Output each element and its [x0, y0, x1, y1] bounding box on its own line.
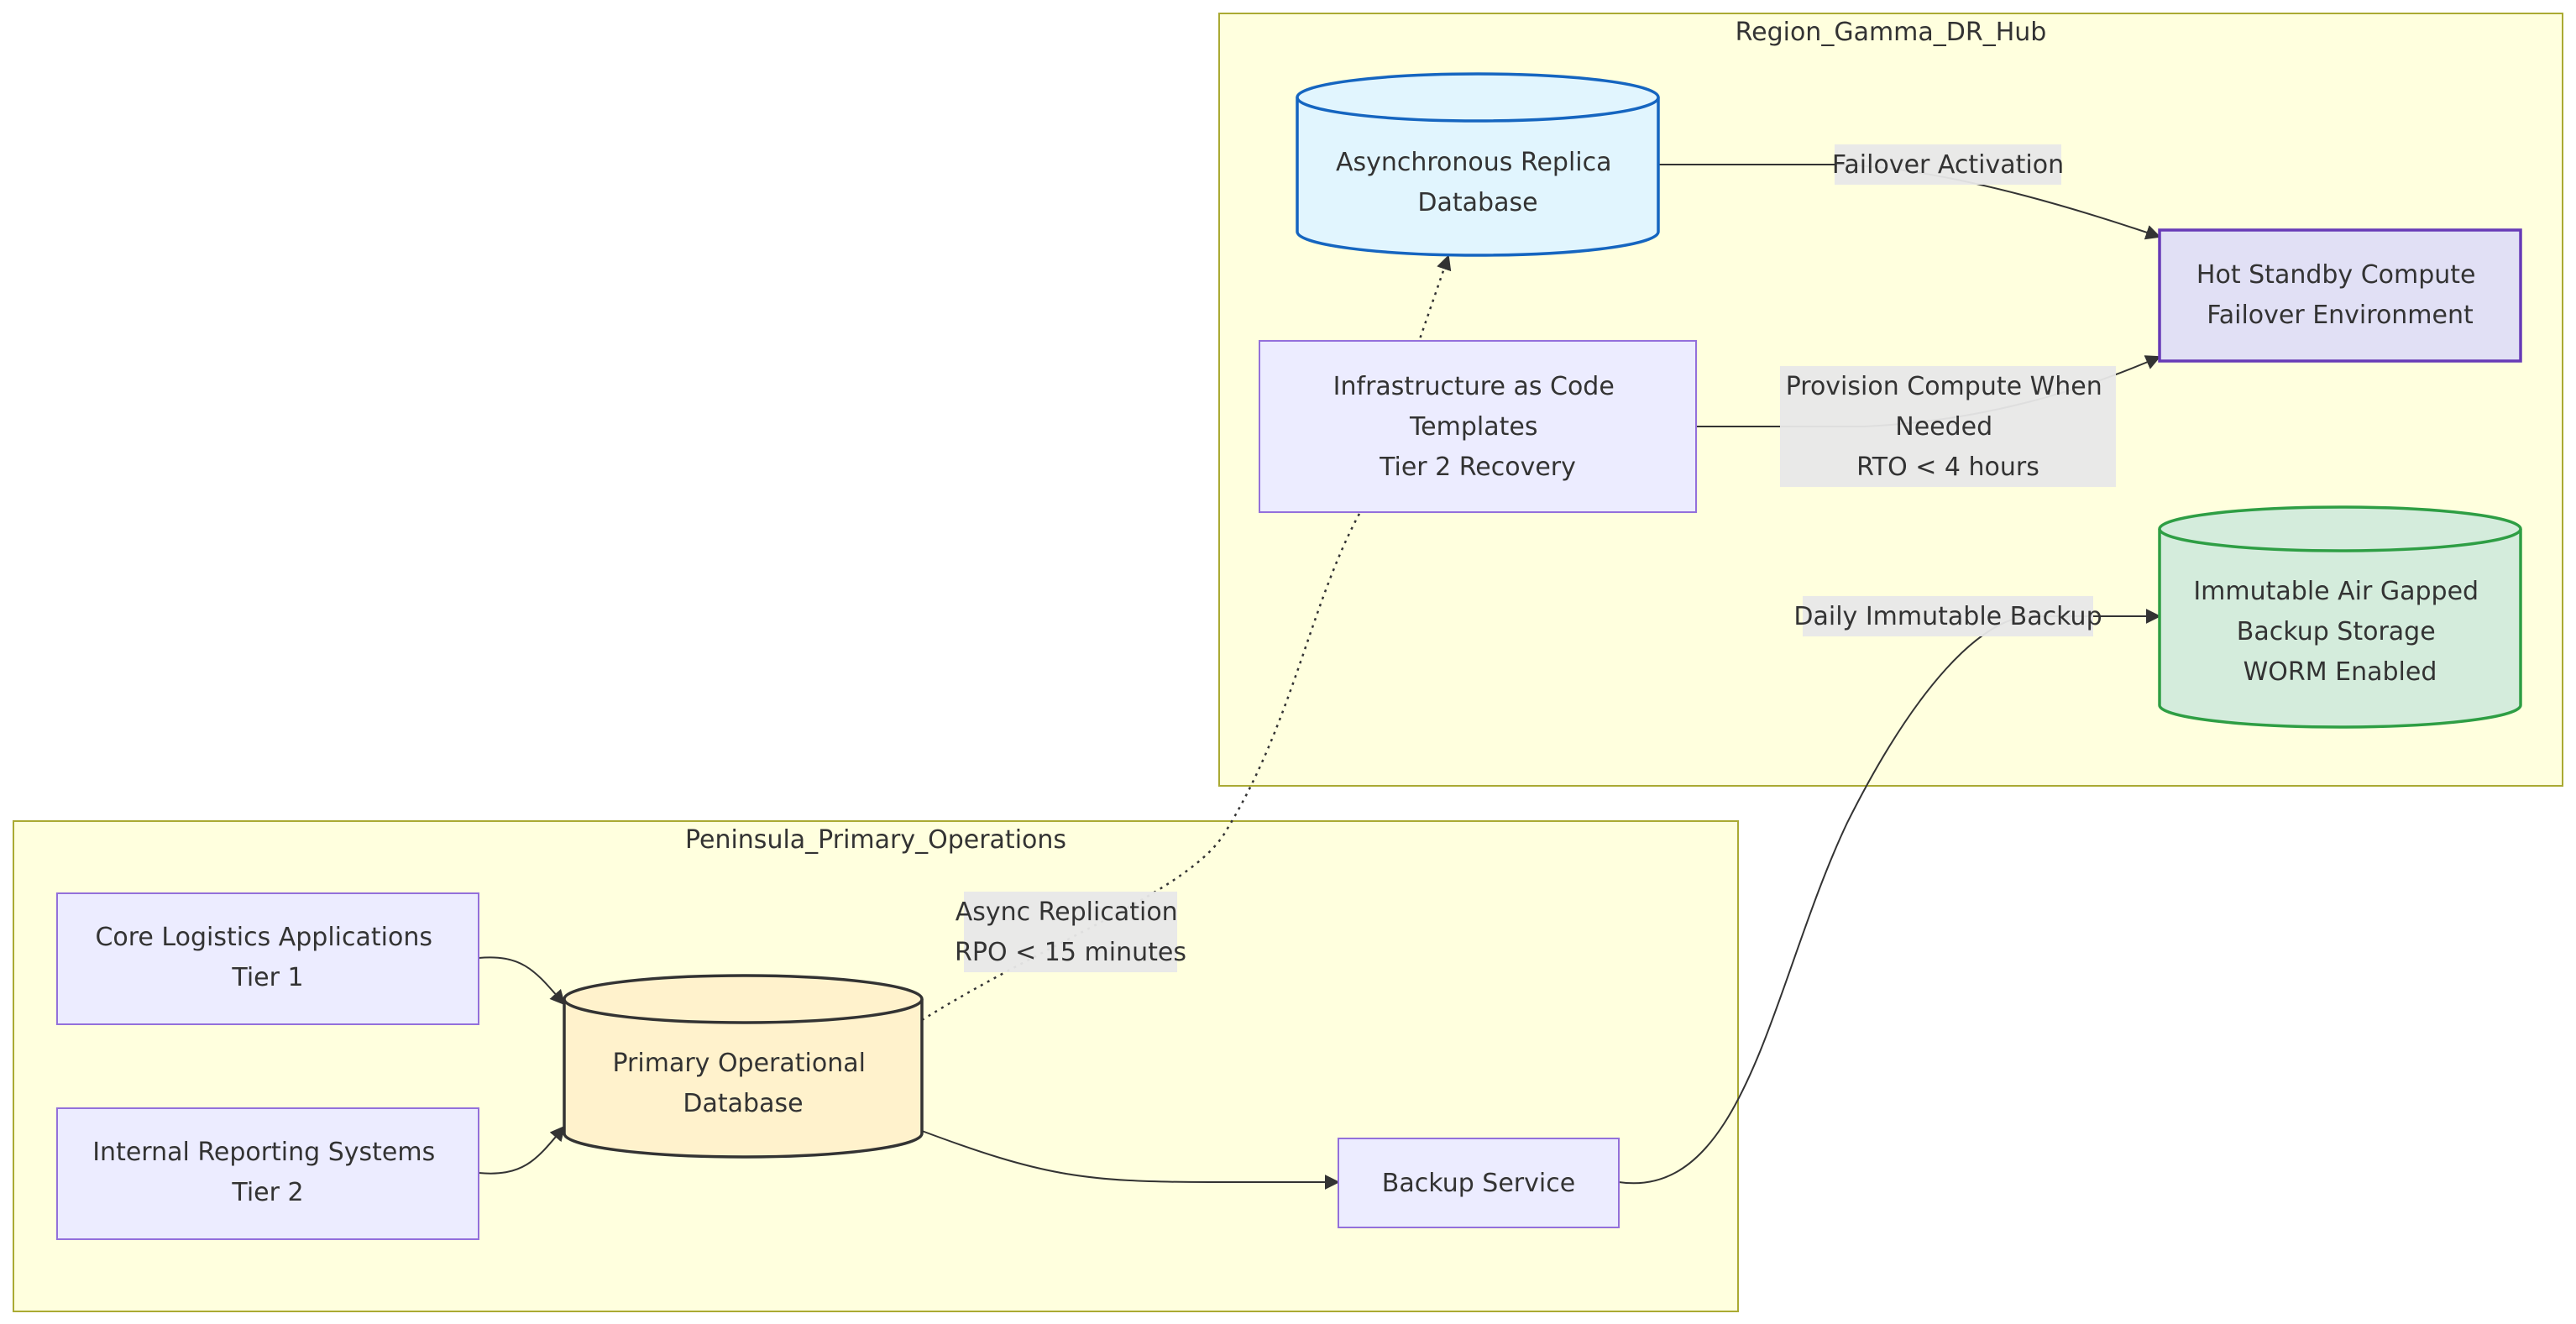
- edge-primary-db-to-backup-service: [921, 1130, 1340, 1190]
- node-backup-service[interactable]: Backup Service: [1338, 1138, 1620, 1228]
- edge-label-failover-activation: Failover Activation: [1832, 144, 2064, 185]
- async-label-text: Async Replication RPO < 15 minutes: [955, 897, 1186, 967]
- node-immutable-air-gapped-backup-storage[interactable]: Immutable Air Gapped Backup Storage WORM…: [2158, 505, 2522, 729]
- cluster-dr-hub-title: Region_Gamma_DR_Hub: [1736, 18, 2047, 47]
- immutable-cylinder-top: [2158, 505, 2522, 552]
- cluster-primary-ops-title: Peninsula_Primary_Operations: [685, 825, 1066, 855]
- replica-db-cylinder-body: [1296, 97, 1660, 257]
- node-asynchronous-replica-database[interactable]: Asynchronous Replica Database: [1296, 72, 1660, 257]
- async-label-bg: [964, 892, 1177, 972]
- edge-label-provision-compute: Provision Compute When Needed RTO < 4 ho…: [1780, 366, 2116, 487]
- edge-label-async-replication: Async Replication RPO < 15 minutes: [955, 892, 1186, 972]
- node-infrastructure-as-code-templates[interactable]: Infrastructure as Code Templates Tier 2 …: [1259, 340, 1697, 513]
- node-hot-standby-compute[interactable]: Hot Standby Compute Failover Environment: [2158, 228, 2522, 363]
- primary-db-cylinder-top: [563, 974, 924, 1024]
- internal-reporting-label: Internal Reporting Systems Tier 2: [92, 1138, 443, 1207]
- failover-label-bg: [1835, 144, 2061, 185]
- failover-label-text: Failover Activation: [1832, 150, 2064, 180]
- primary-db-label: Primary Operational Database: [612, 1049, 873, 1118]
- node-internal-reporting-systems[interactable]: Internal Reporting Systems Tier 2: [56, 1107, 479, 1240]
- immutable-backup-label: Immutable Air Gapped Backup Storage WORM…: [2193, 577, 2486, 687]
- replica-db-cylinder-top: [1296, 72, 1660, 123]
- node-primary-operational-database[interactable]: Primary Operational Database: [563, 974, 924, 1159]
- hot-standby-label: Hot Standby Compute Failover Environment: [2196, 260, 2484, 330]
- backup-service-box: [1338, 1138, 1620, 1228]
- internal-reporting-box: [56, 1107, 479, 1240]
- core-logistics-label: Core Logistics Applications Tier 1: [95, 923, 440, 992]
- daily-backup-label-bg: [1803, 596, 2093, 636]
- immutable-cylinder-body: [2158, 529, 2522, 729]
- edge-internal-reporting-to-primary-db: [478, 1125, 566, 1175]
- provision-label-bg: [1780, 366, 2116, 487]
- replica-db-label: Asynchronous Replica Database: [1336, 148, 1620, 217]
- edge-label-daily-immutable-backup: Daily Immutable Backup: [1793, 596, 2102, 636]
- iac-templates-label: Infrastructure as Code Templates Tier 2 …: [1333, 372, 1623, 482]
- node-core-logistics-applications[interactable]: Core Logistics Applications Tier 1: [56, 892, 479, 1025]
- iac-templates-box: [1259, 340, 1697, 513]
- edge-backup-service-to-immutable: [1618, 609, 2161, 1185]
- core-logistics-box: [56, 892, 479, 1025]
- edge-core-logistics-to-primary-db: [478, 956, 566, 1006]
- daily-backup-label-text: Daily Immutable Backup: [1793, 602, 2102, 631]
- hot-standby-box: [2158, 228, 2522, 363]
- provision-label-text: Provision Compute When Needed RTO < 4 ho…: [1786, 372, 2111, 482]
- primary-db-cylinder-body: [563, 999, 924, 1159]
- backup-service-label: Backup Service: [1382, 1169, 1575, 1198]
